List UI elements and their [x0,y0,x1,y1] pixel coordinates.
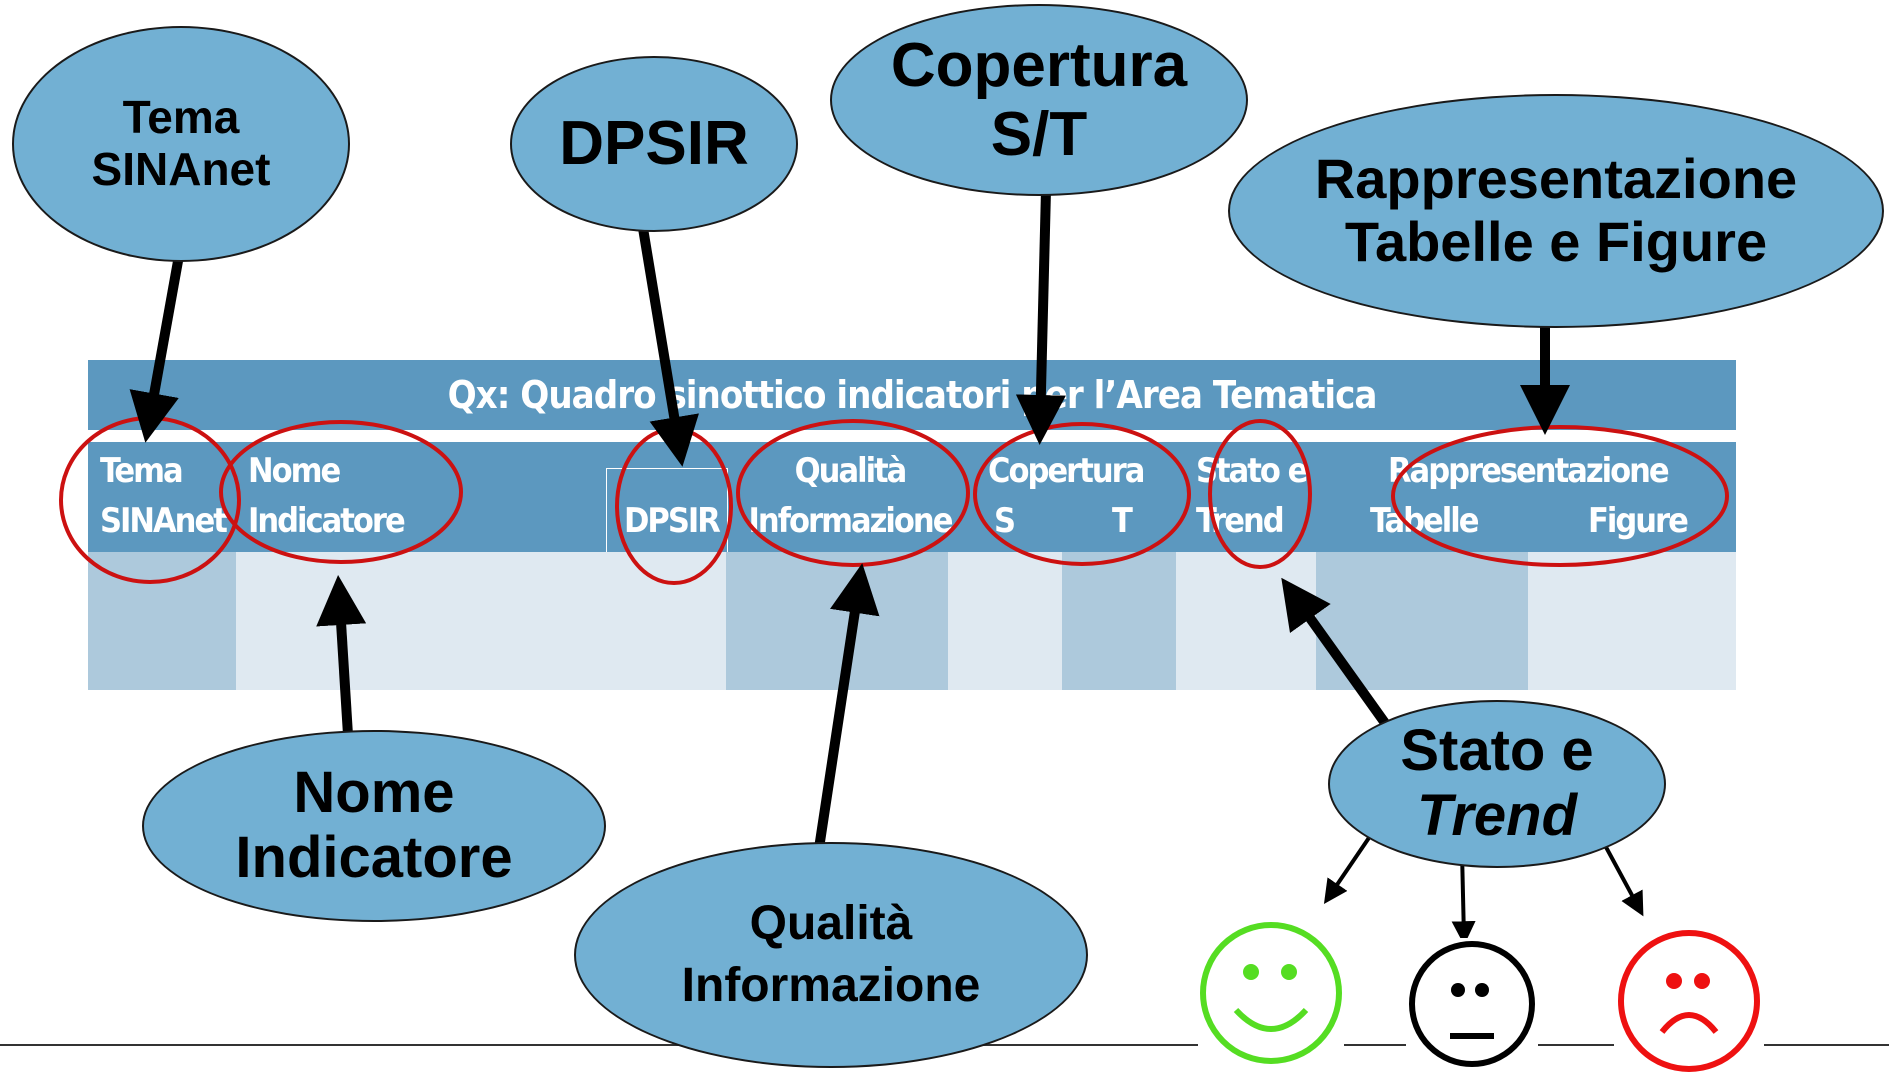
arrow-copertura [1015,189,1066,445]
header-tema-line1: Tema [100,451,184,491]
arrow-stato [1281,577,1395,733]
callout-stato-line2: Trend [1416,783,1578,848]
arrow-to-neutral [1451,851,1476,946]
ring-qualita [736,419,970,567]
body-col-copertura-t [1062,552,1176,690]
highlight-rings [59,416,1729,585]
callout-rappresentazione-line2: Tabelle e Figure [1344,210,1768,273]
header-rappresentazione: Rappresentazione [1388,451,1670,491]
arrow-to-sad [1598,835,1644,917]
callout-qualita-line1: Qualità [749,896,913,950]
table-header-row: Tema SINAnet Nome Indicatore DPSIR Quali… [88,442,1736,554]
callout-stato-line1: Stato e [1400,718,1594,784]
callout-tema-line2: SINAnet [91,143,271,195]
neutral-face-icon [1406,938,1538,1070]
table-title: Qx: Quadro sinottico indicatori per l’Ar… [88,360,1736,430]
callout-copertura-line1: Copertura [890,30,1188,100]
callout-nome-line1: Nome [293,760,455,826]
table-gap [88,430,1736,442]
header-qualita-line2: Informazione [748,501,954,541]
header-tema: Tema SINAnet [100,446,228,546]
ring-stato [1208,419,1312,569]
header-copertura-s: S [994,501,1016,541]
callout-rappresentazione: Rappresentazione Tabelle e Figure [1228,94,1884,328]
table-body-row [88,552,1736,690]
ring-dpsir [615,427,733,585]
header-nome: Nome Indicatore [248,446,406,546]
header-nome-line1: Nome [248,451,341,491]
callout-rappresentazione-line1: Rappresentazione [1314,147,1798,211]
callout-dpsir: DPSIR [510,56,798,232]
body-col-tabelle [1316,552,1528,690]
ring-tema [59,416,241,584]
callout-copertura: Copertura S/T [830,4,1248,196]
header-qualita-line1: Qualità [794,451,908,491]
sad-face-icon [1614,926,1764,1076]
callout-qualita-line2: Informazione [681,959,981,1012]
callout-qualita: Qualità Informazione [574,842,1088,1068]
arrow-qualita [813,563,880,856]
body-col-copertura-s [948,552,1062,690]
callout-tema: Tema SINAnet [12,26,350,262]
synoptic-table: Qx: Quadro sinottico indicatori per l’Ar… [88,360,1736,692]
ring-nome [219,420,463,564]
ring-copertura [973,422,1191,566]
header-nome-line2: Indicatore [248,501,406,541]
header-figure: Figure [1588,501,1689,541]
callout-tema-line1: Tema [122,91,240,144]
callout-stato: Stato e Trend [1328,700,1666,868]
arrow-nome [316,575,367,736]
callout-dpsir-text: DPSIR [559,109,749,179]
header-copertura-t: T [1112,501,1133,541]
header-qualita: Qualità Informazione [744,446,956,546]
arrow-tema [129,249,185,443]
header-tema-line2: SINAnet [100,501,228,541]
callout-nome: Nome Indicatore [142,730,606,922]
body-col-figure [1528,552,1736,690]
callout-copertura-line2: S/T [990,100,1088,169]
callout-nome-line2: Indicatore [235,825,513,890]
header-copertura: Copertura [988,451,1145,491]
ring-rappresentazione [1391,425,1729,567]
happy-face-icon [1198,920,1344,1066]
arrow-dpsir [633,197,699,467]
header-dpsir: DPSIR [624,501,721,541]
